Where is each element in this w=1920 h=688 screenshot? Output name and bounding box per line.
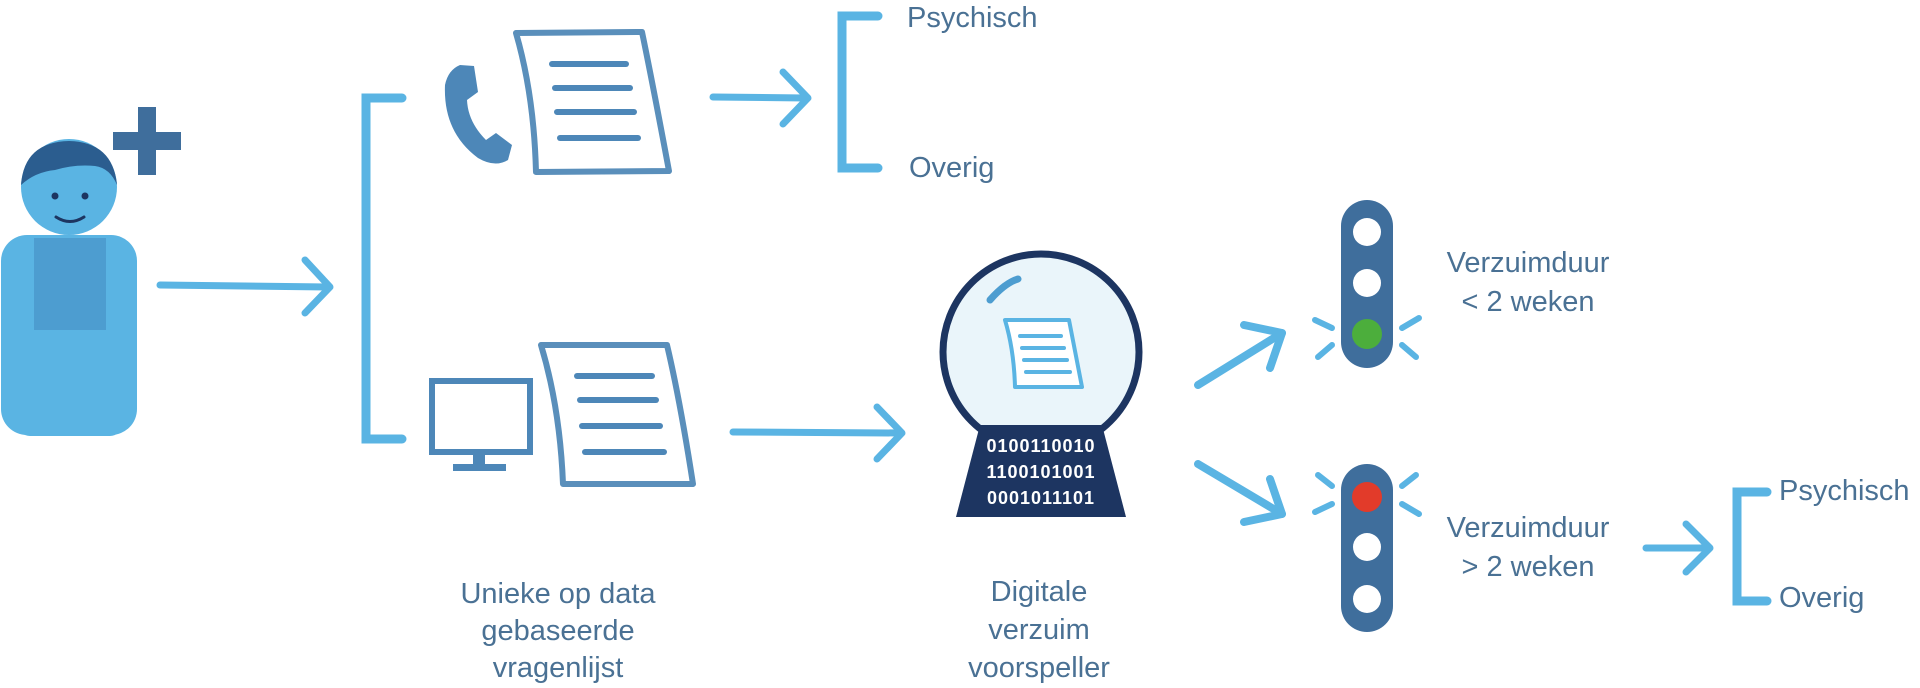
binary-line-3: 0001011101: [987, 488, 1095, 508]
top-branch-option-overig: Overig: [909, 152, 994, 184]
phone-icon: [444, 65, 512, 164]
traffic-light-icon: [1312, 200, 1422, 368]
bottom-branch-option-psychisch: Psychisch: [1779, 475, 1910, 507]
bracket-icon: [837, 11, 883, 173]
bracket-icon: [361, 93, 407, 444]
monitor-icon: [429, 378, 533, 471]
arrow-icon: [1642, 520, 1714, 576]
arrow-icon: [709, 68, 812, 128]
arrow-icon: [1194, 460, 1286, 526]
traffic-light-icon: [1312, 464, 1422, 632]
predictor-caption-line-2: verzuim: [988, 614, 1090, 646]
top-branch-option-psychisch: Psychisch: [907, 2, 1038, 34]
binary-line-1: 0100110010: [986, 436, 1095, 456]
predictor-caption-line-1: Digitale: [991, 576, 1088, 608]
bottom-branch-option-overig: Overig: [1779, 582, 1864, 614]
binary-line-2: 1100101001: [986, 462, 1095, 482]
questionnaire-caption-line-3: vragenlijst: [493, 652, 624, 684]
crystal-ball-icon: 0100110010 1100101001 0001011101: [939, 250, 1143, 517]
red-light-label-line-1: Verzuimduur: [1447, 512, 1610, 544]
questionnaire-caption-line-1: Unieke op data: [460, 578, 656, 610]
predictor-caption-line-3: voorspeller: [968, 652, 1110, 684]
document-icon: [538, 342, 696, 487]
arrow-icon: [729, 403, 906, 463]
bracket-icon: [1732, 487, 1772, 606]
document-icon: [513, 29, 672, 175]
green-light-label-line-1: Verzuimduur: [1447, 247, 1610, 279]
person-icon: [1, 139, 137, 436]
plus-icon: [113, 107, 181, 175]
arrow-icon: [1194, 321, 1286, 389]
arrow-icon: [156, 256, 334, 317]
green-light-label-line-2: < 2 weken: [1461, 286, 1594, 318]
questionnaire-caption-line-2: gebaseerde: [481, 615, 634, 647]
red-light-label-line-2: > 2 weken: [1461, 551, 1594, 583]
